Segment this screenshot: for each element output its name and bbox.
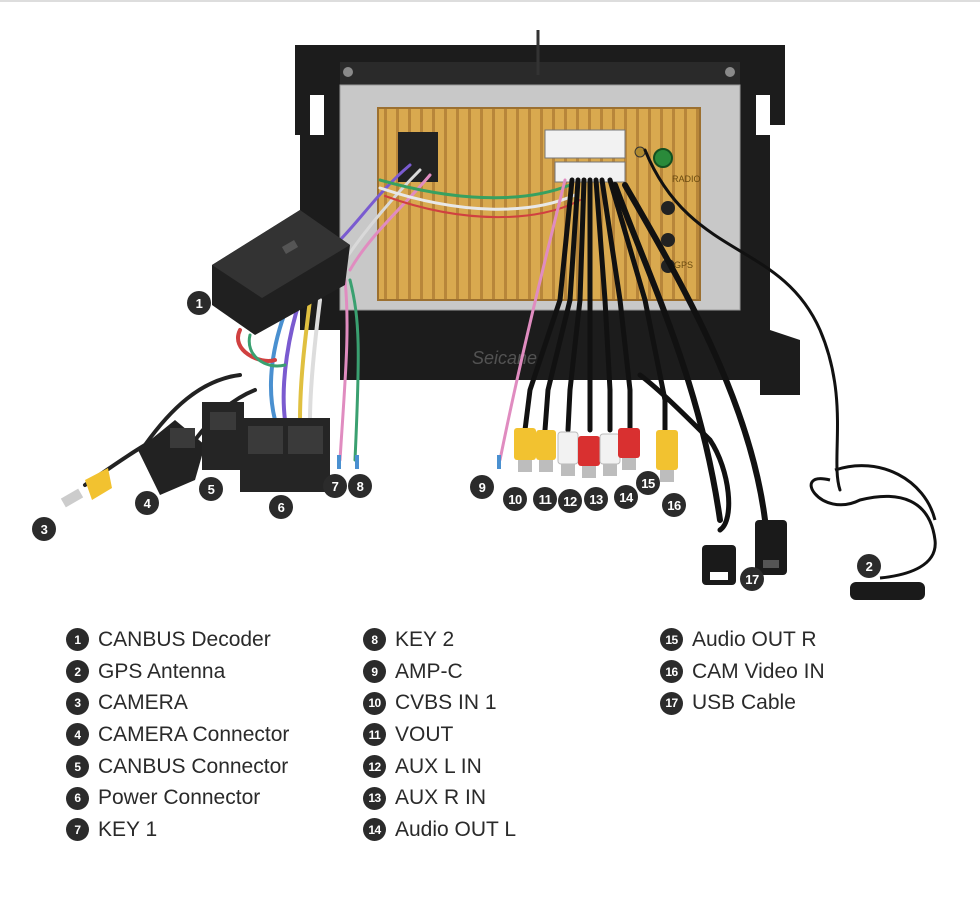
legend-label: Power Connector <box>98 786 261 810</box>
legend-label: AUX R IN <box>395 786 487 810</box>
legend-number: 2 <box>66 660 89 684</box>
legend-number: 8 <box>363 628 386 652</box>
canbus-decoder-box <box>212 210 350 335</box>
camera-rca-plug <box>60 468 112 508</box>
legend-number: 12 <box>363 755 386 779</box>
callout-14: 14 <box>614 485 638 509</box>
legend-item: 10 CVBS IN 1 <box>363 687 516 719</box>
power-connector-body <box>240 418 330 492</box>
wire-harness <box>83 148 842 533</box>
rca-plugs <box>514 428 678 482</box>
callout-12: 12 <box>558 489 582 513</box>
legend-label: Audio OUT R <box>692 627 817 651</box>
callout-1: 1 <box>187 291 211 315</box>
legend-item: 1 CANBUS Decoder <box>66 624 289 656</box>
legend-item: 17 USB Cable <box>660 687 825 719</box>
legend-item: 16 CAM Video IN <box>660 656 825 688</box>
legend-item: 9 AMP-C <box>363 656 516 688</box>
legend-item: 7 KEY 1 <box>66 814 289 846</box>
legend-label: CAM Video IN <box>692 659 825 683</box>
legend-number: 3 <box>66 691 89 715</box>
callout-7: 7 <box>323 474 347 498</box>
legend-number: 6 <box>66 786 89 810</box>
legend-number: 16 <box>660 660 683 684</box>
radio-port-label: RADIO <box>672 174 701 184</box>
watermark: Seicane <box>472 348 537 368</box>
callout-15: 15 <box>636 471 660 495</box>
callout-16: 16 <box>662 493 686 517</box>
legend-label: VOUT <box>395 722 454 746</box>
legend-item: 3 CAMERA <box>66 687 289 719</box>
legend-item: 4 CAMERA Connector <box>66 719 289 751</box>
legend-label: KEY 2 <box>395 627 455 651</box>
key2-wire-tip <box>355 455 359 469</box>
legend-number: 1 <box>66 628 89 652</box>
legend-item: 6 Power Connector <box>66 782 289 814</box>
legend-label: CAMERA <box>98 691 188 715</box>
legend-label: GPS Antenna <box>98 659 226 683</box>
usb-plugs <box>702 520 787 585</box>
legend-item: 12 AUX L IN <box>363 751 516 783</box>
legend-label: AMP-C <box>395 659 463 683</box>
legend-number: 4 <box>66 723 89 747</box>
callout-13: 13 <box>584 487 608 511</box>
legend-item: 13 AUX R IN <box>363 782 516 814</box>
canbus-connector-body <box>202 402 244 470</box>
legend-number: 7 <box>66 818 89 842</box>
callout-6: 6 <box>269 495 293 519</box>
gps-port-label: GPS <box>674 260 693 270</box>
camera-connector-body <box>138 420 205 495</box>
legend-number: 10 <box>363 691 386 715</box>
wiring-diagram: RADIO GPS Seicane <box>60 30 937 600</box>
legend-number: 11 <box>363 723 386 747</box>
legend-label: CANBUS Connector <box>98 754 289 778</box>
legend-label: CAMERA Connector <box>98 722 290 746</box>
amp-c-wire-tip <box>497 455 501 469</box>
legend-number: 14 <box>363 818 386 842</box>
legend-item: 15 Audio OUT R <box>660 624 825 656</box>
legend-number: 9 <box>363 660 386 684</box>
legend-label: KEY 1 <box>98 817 158 841</box>
legend-number: 15 <box>660 628 683 652</box>
legend-label: CVBS IN 1 <box>395 691 497 715</box>
legend-number: 13 <box>363 786 386 810</box>
legend-column-3: 15 Audio OUT R 16 CAM Video IN 17 USB Cable <box>660 624 825 719</box>
legend-item: 8 KEY 2 <box>363 624 516 656</box>
legend-column-2: 8 KEY 2 9 AMP-C 10 CVBS IN 1 11 VOUT 12 AUX L… <box>363 624 516 846</box>
callout-11: 11 <box>533 487 557 511</box>
callout-10: 10 <box>503 487 527 511</box>
legend-item: 14 Audio OUT L <box>363 814 516 846</box>
legend-label: AUX L IN <box>395 754 482 778</box>
callout-9: 9 <box>470 475 494 499</box>
callout-8: 8 <box>348 474 372 498</box>
legend-number: 17 <box>660 691 683 715</box>
legend-number: 5 <box>66 755 89 779</box>
top-divider <box>0 0 980 2</box>
legend-label: Audio OUT L <box>395 817 517 841</box>
callout-4: 4 <box>135 491 159 515</box>
callout-2: 2 <box>857 554 881 578</box>
legend-item: 5 CANBUS Connector <box>66 751 289 783</box>
legend-label: CANBUS Decoder <box>98 627 271 651</box>
legend-label: USB Cable <box>692 691 796 715</box>
gps-antenna <box>809 464 937 600</box>
legend-item: 11 VOUT <box>363 719 516 751</box>
callout-17: 17 <box>740 567 764 591</box>
callout-5: 5 <box>199 477 223 501</box>
legend-item: 2 GPS Antenna <box>66 656 289 688</box>
key1-wire-tip <box>337 455 341 469</box>
callout-3: 3 <box>32 517 56 541</box>
